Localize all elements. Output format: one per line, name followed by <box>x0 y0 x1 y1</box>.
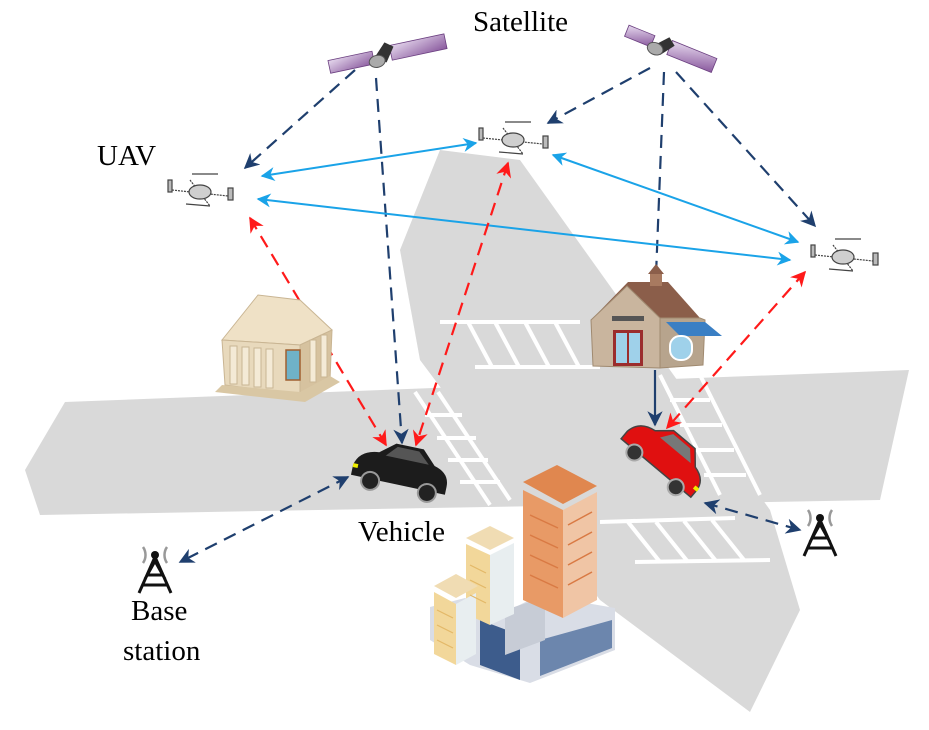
vehicle-bs-links <box>178 476 802 563</box>
uav-1 <box>167 173 234 207</box>
link-sat2-uav3 <box>675 71 817 228</box>
link-uav2-uav3 <box>551 152 800 245</box>
link-vehicle2-bs2 <box>703 499 802 534</box>
link-vehicle1-bs1 <box>178 476 350 563</box>
solar-panel <box>388 33 448 61</box>
uav-2 <box>478 121 549 155</box>
label-base-station-line2: station <box>123 635 201 667</box>
solar-panel <box>623 24 656 48</box>
office-buildings <box>430 465 615 683</box>
label-base-station-line1: Base <box>131 595 187 627</box>
label-vehicle: Vehicle <box>358 516 445 548</box>
uav-uav-links <box>256 138 800 266</box>
label-uav: UAV <box>97 140 156 172</box>
link-sat2-uav2 <box>546 67 651 124</box>
link-uav2-vehicle1 <box>412 161 512 447</box>
link-sat1-vehicle1 <box>374 77 409 445</box>
solar-panel <box>327 50 376 74</box>
satellite-dish <box>646 41 664 56</box>
uav-3 <box>810 238 879 272</box>
bank-building <box>215 294 340 402</box>
vehicle-1-black-car <box>350 443 447 503</box>
base-station-1-tower-icon <box>137 546 173 594</box>
link-uav3-vehicle2 <box>665 270 807 430</box>
link-sat1-uav1 <box>243 69 356 170</box>
link-uav1-uav3 <box>256 193 792 266</box>
satellite-1 <box>327 33 448 74</box>
satellite-dish <box>368 54 386 68</box>
vehicle-2-red-car <box>620 425 702 499</box>
house <box>590 264 722 369</box>
label-satellite: Satellite <box>473 6 568 38</box>
satellite-2 <box>623 24 718 73</box>
base-station-2-tower-icon <box>802 509 838 557</box>
link-uav1-uav2 <box>260 138 478 181</box>
